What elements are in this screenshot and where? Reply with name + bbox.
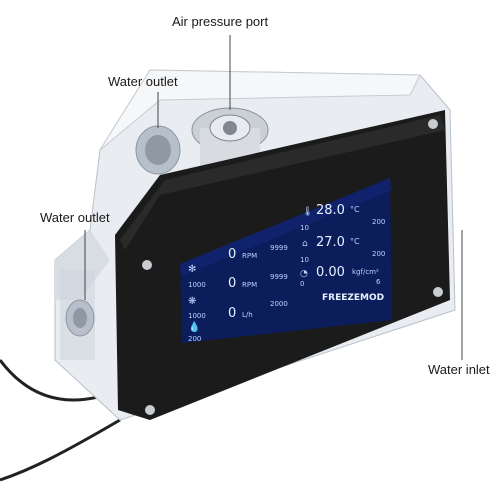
- svg-text:6: 6: [376, 278, 381, 286]
- lcd-left-column: ✻ 0 RPM 9999 1000 ❋ 0 RPM 9999 1000 💧 0 …: [188, 244, 288, 343]
- lcd-row1-value: 0: [228, 247, 236, 262]
- svg-text:10: 10: [300, 256, 309, 264]
- svg-text:200: 200: [188, 335, 201, 343]
- svg-text:9999: 9999: [270, 244, 288, 252]
- screw-icon: [142, 260, 152, 270]
- fan-icon: ✻: [188, 264, 196, 275]
- drop-icon: 💧: [188, 320, 200, 333]
- svg-text:°C: °C: [350, 205, 360, 214]
- pressure-icon: ◔: [300, 269, 308, 279]
- svg-text:1000: 1000: [188, 281, 206, 289]
- thermometer-icon: 🌡: [302, 206, 313, 217]
- svg-text:L/h: L/h: [242, 311, 253, 319]
- water-outlet-top-label: Water outlet: [108, 74, 178, 89]
- svg-text:9999: 9999: [270, 273, 288, 281]
- svg-text:2000: 2000: [270, 300, 288, 308]
- water-outlet-side-port: [65, 299, 95, 337]
- svg-text:RPM: RPM: [242, 281, 257, 289]
- brand-logo: FREEZEMOD: [322, 293, 384, 303]
- lcd-row2-value: 0: [228, 276, 236, 291]
- lcd-row3-value: 0: [228, 306, 236, 321]
- lcd-right-column: 🌡 28.0 °C 200 10 ⌂ 27.0 °C 200 10 ◔ 0.00…: [300, 203, 385, 303]
- water-outlet-top-port: [135, 125, 181, 175]
- svg-text:1000: 1000: [188, 312, 206, 320]
- svg-text:28.0: 28.0: [316, 203, 345, 218]
- water-outlet-side-label: Water outlet: [40, 210, 110, 225]
- svg-text:10: 10: [300, 224, 309, 232]
- svg-text:200: 200: [372, 250, 385, 258]
- svg-text:RPM: RPM: [242, 252, 257, 260]
- svg-text:27.0: 27.0: [316, 235, 345, 250]
- svg-text:200: 200: [372, 218, 385, 226]
- svg-text:°C: °C: [350, 237, 360, 246]
- home-temp-icon: ⌂: [302, 239, 308, 249]
- svg-text:0: 0: [300, 280, 304, 288]
- lcd-screen: [180, 178, 392, 343]
- pump-icon: ❋: [188, 296, 196, 307]
- svg-text:kgf/cm²: kgf/cm²: [352, 268, 379, 276]
- air-pressure-port-label: Air pressure port: [172, 14, 269, 29]
- svg-text:0.00: 0.00: [316, 265, 345, 280]
- water-inlet-label: Water inlet: [428, 362, 490, 377]
